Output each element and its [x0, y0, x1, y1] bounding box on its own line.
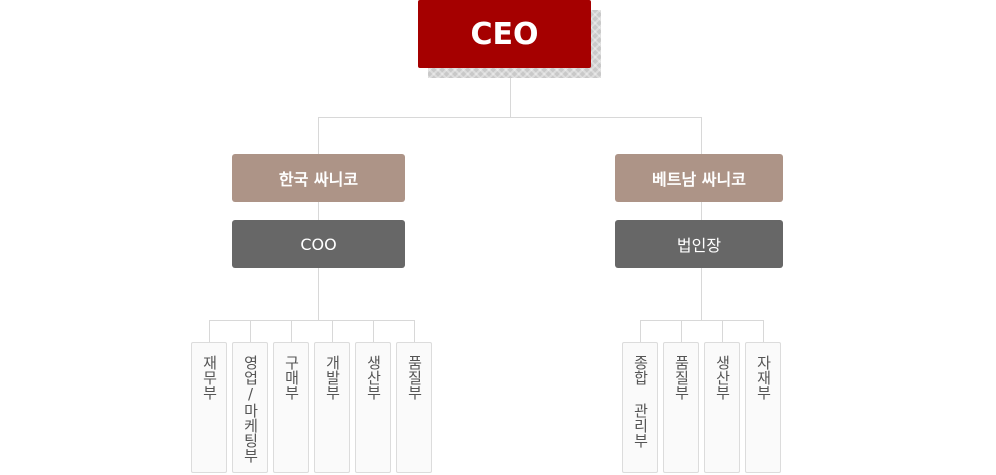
connector-left-company-head: [318, 202, 319, 220]
ceo-label: CEO: [470, 16, 539, 52]
connector-dept-drop: [722, 320, 723, 342]
head-label: 법인장: [676, 236, 722, 255]
connector-dept-drop: [681, 320, 682, 342]
connector-dept-drop: [250, 320, 251, 342]
department-box: 생산부: [704, 342, 740, 473]
connector-dept-drop: [640, 320, 641, 342]
department-label: 품질부: [672, 355, 691, 400]
department-box: 생산부: [355, 342, 391, 473]
connector-top-horizontal: [318, 117, 702, 118]
connector-right-down: [701, 117, 702, 154]
head-box-corporate-head: 법인장: [615, 220, 783, 268]
department-label: 품질부: [405, 355, 424, 400]
connector-dept-drop: [414, 320, 415, 342]
head-box-coo: COO: [232, 220, 405, 268]
department-label: 자재부: [754, 355, 773, 400]
department-box: 재무부: [191, 342, 227, 473]
department-label: 개발부: [323, 355, 342, 400]
department-box: 구매부: [273, 342, 309, 473]
department-label: 생산부: [713, 355, 732, 400]
department-label: 영업/마케팅부: [241, 355, 260, 463]
connector-right-dept-horizontal: [640, 320, 763, 321]
department-label: 재무부: [200, 355, 219, 400]
connector-left-head-down: [318, 268, 319, 320]
department-box: 품질부: [663, 342, 699, 473]
company-label: 한국 싸니코: [278, 170, 359, 189]
connector-left-dept-horizontal: [209, 320, 415, 321]
department-box: 종합 관리부: [622, 342, 658, 473]
company-box-vietnam: 베트남 싸니코: [615, 154, 783, 202]
company-label: 베트남 싸니코: [652, 170, 746, 189]
head-label: COO: [300, 234, 337, 254]
connector-right-head-down: [701, 268, 702, 320]
department-label: 종합 관리부: [631, 355, 650, 448]
connector-dept-drop: [373, 320, 374, 342]
department-box: 품질부: [396, 342, 432, 473]
connector-dept-drop: [291, 320, 292, 342]
department-box: 개발부: [314, 342, 350, 473]
connector-left-down: [318, 117, 319, 154]
connector-dept-drop: [332, 320, 333, 342]
connector-dept-drop: [763, 320, 764, 342]
connector-dept-drop: [209, 320, 210, 342]
ceo-box: CEO: [418, 0, 591, 68]
department-label: 구매부: [282, 355, 301, 400]
department-box: 영업/마케팅부: [232, 342, 268, 473]
department-label: 생산부: [364, 355, 383, 400]
company-box-korea: 한국 싸니코: [232, 154, 405, 202]
connector-right-company-head: [701, 202, 702, 220]
connector-ceo-down: [510, 68, 511, 118]
department-box: 자재부: [745, 342, 781, 473]
